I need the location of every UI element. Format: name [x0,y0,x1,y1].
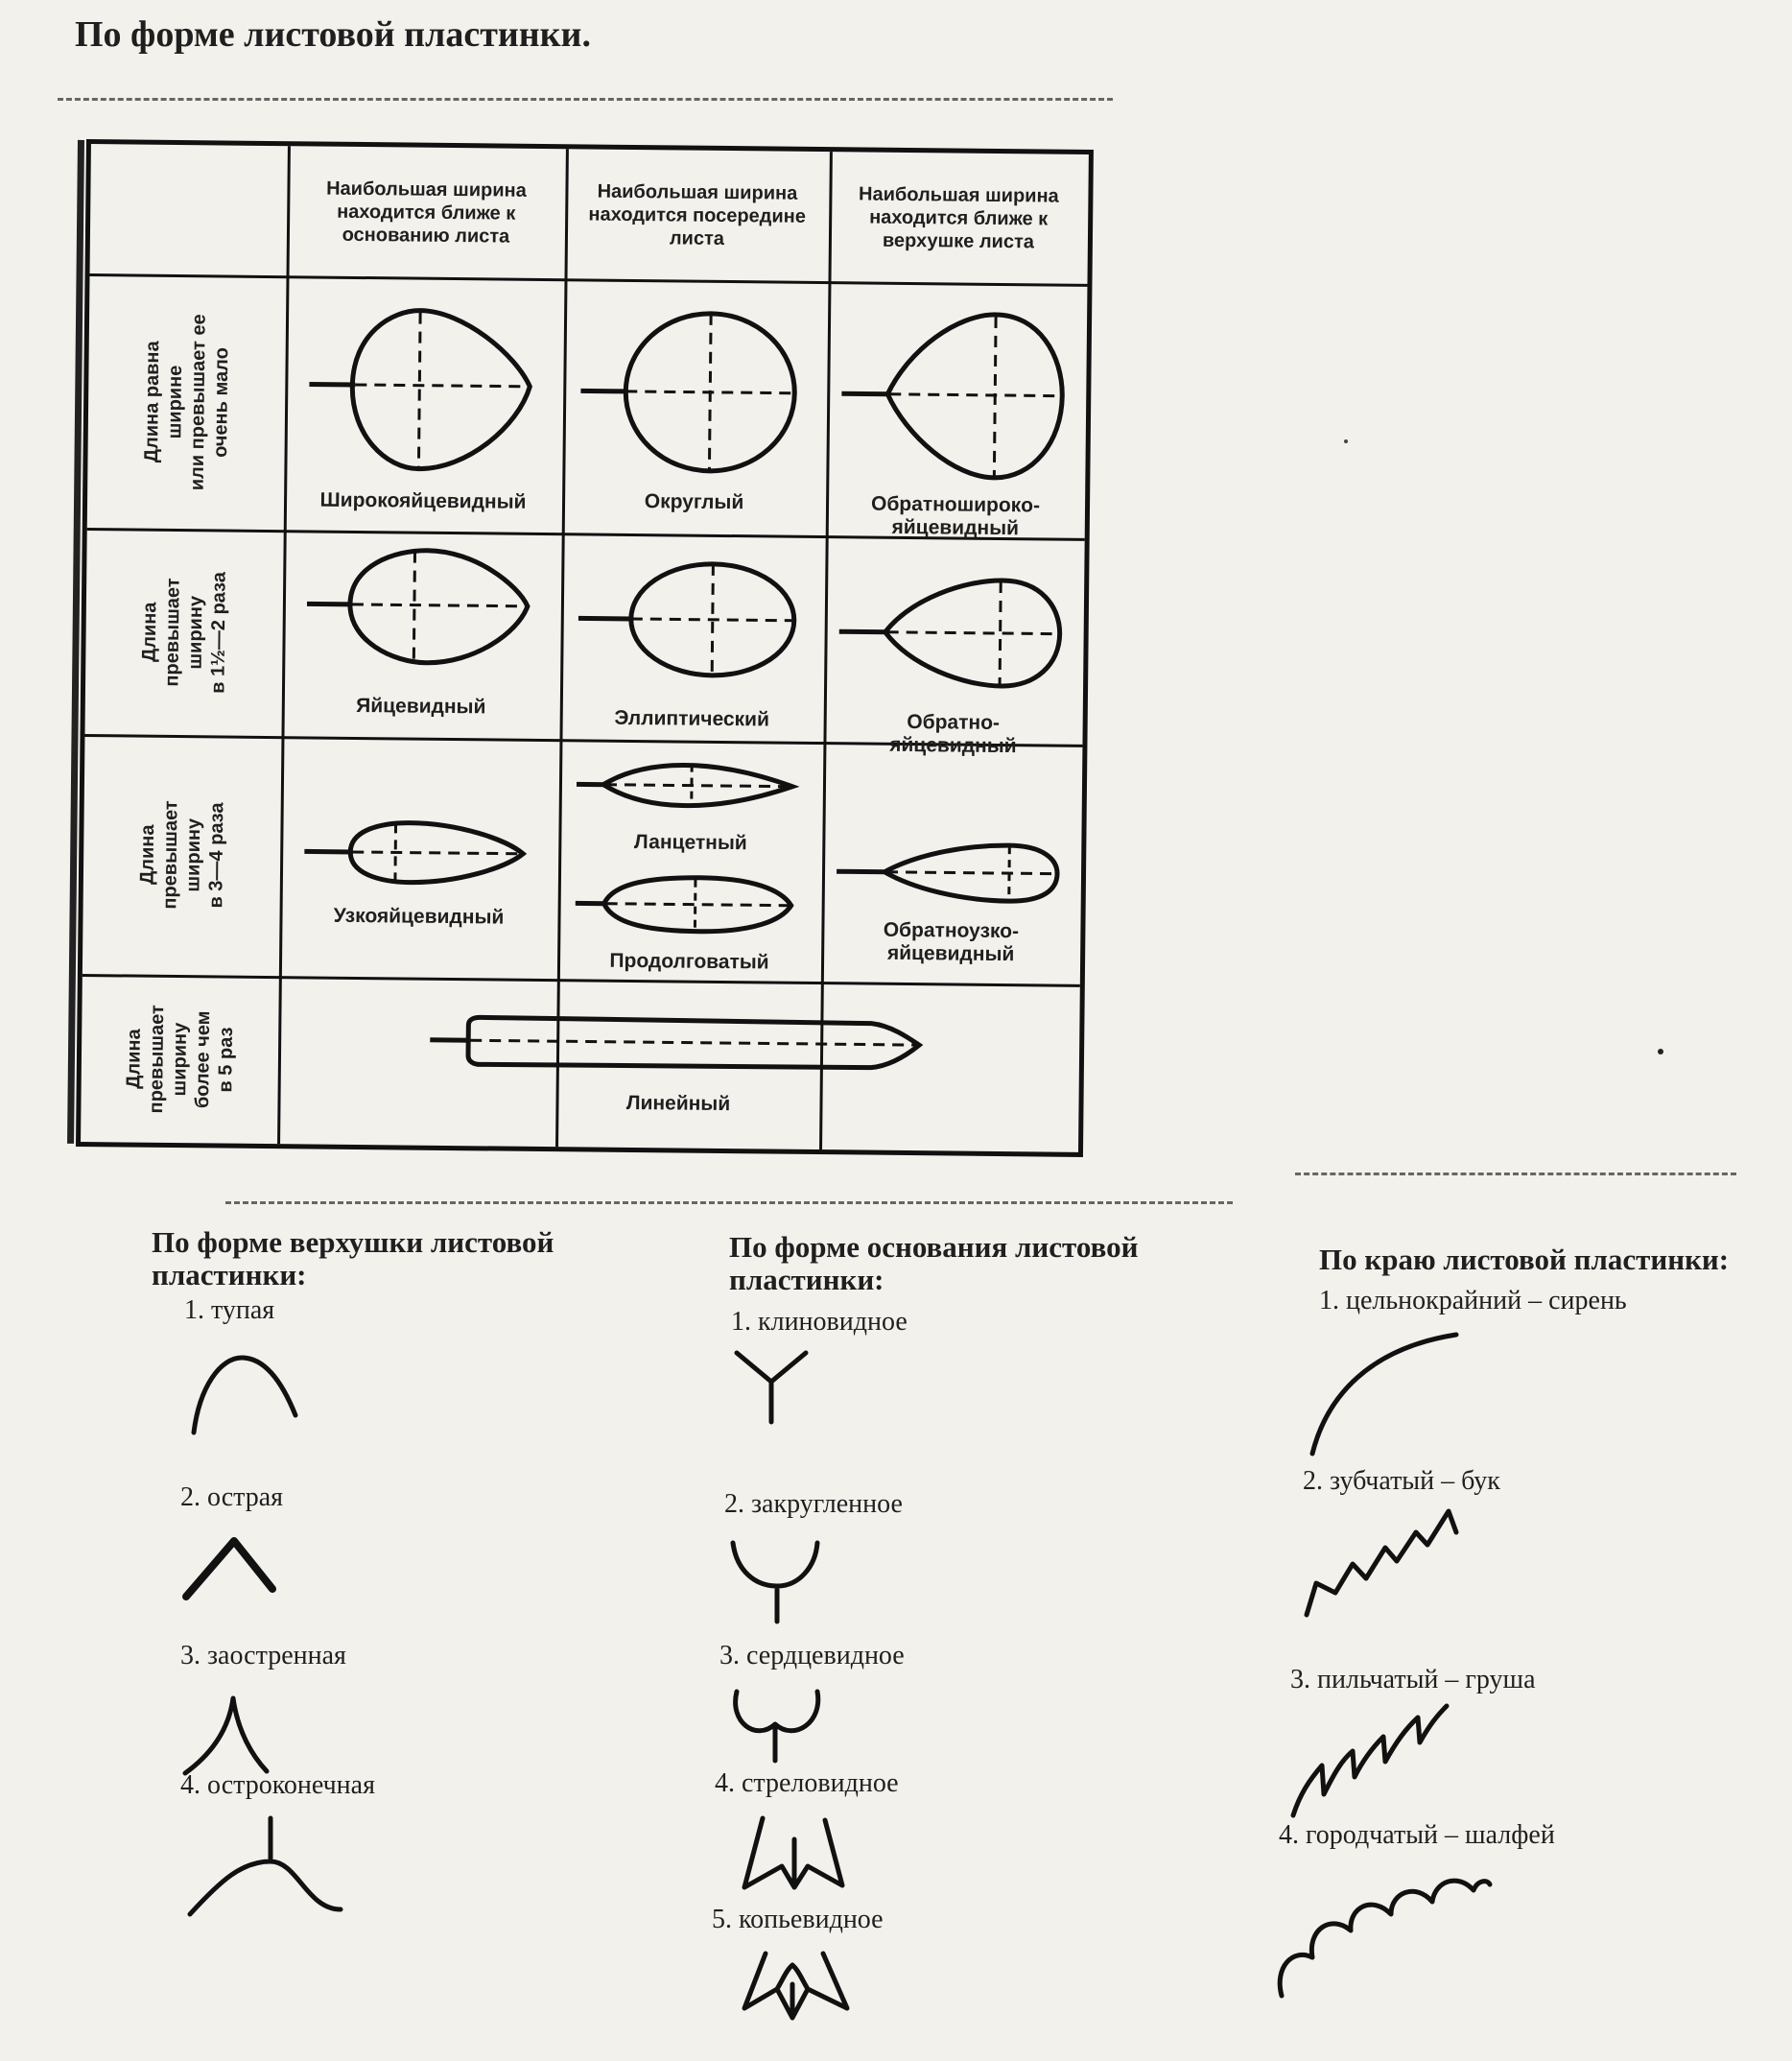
shape-label: Продолговатый [609,949,769,974]
apex-item: 3. заостренная [180,1641,346,1670]
base-section-title: По форме основания листовой пластинки: [729,1230,1139,1296]
row-header: Длина превышает ширину более чем в 5 раз [123,1004,237,1114]
shape-cell: Эллиптический [560,557,826,732]
round-leaf-icon [579,311,797,474]
obovate-leaf-icon [838,578,1063,689]
crenate-margin-icon [1277,1878,1493,1999]
hastate-base-icon [742,1951,850,2021]
row-header: Длина превышает ширину в 3—4 раза [136,800,228,910]
speck [1344,439,1348,443]
lanceolate-leaf-icon [576,763,799,809]
shape-cell: Яйцевидный [282,544,562,720]
shape-label: Линейный [625,1091,731,1116]
base-item: 3. сердцевидное [719,1641,905,1670]
apex-section-title: По форме верхушки листовой пластинки: [152,1225,554,1291]
acuminate-apex-icon [182,1695,270,1776]
margin-item: 4. городчатый – шалфей [1279,1820,1555,1850]
column-header: Наибольшая ширина находится ближе к верх… [859,182,1059,252]
column-header: Наибольшая ширина находится ближе к осно… [326,178,527,248]
margin-item: 1. цельнокрайний – сирень [1319,1286,1627,1315]
shape-label: Обратноузко- яйцевидный [883,918,1020,966]
divider [1295,1173,1736,1175]
shape-cell: Широкояйцевидный [284,299,564,514]
base-item: 4. стреловидное [715,1768,899,1798]
shape-label: Эллиптический [614,706,770,731]
shape-label: Широкояйцевидный [319,488,527,513]
row-header: Длина превышает ширину в 1½—2 раза [138,571,230,694]
linear-leaf-icon [429,1014,923,1071]
divider [58,98,1113,101]
shape-cell: Узкояйцевидный [279,817,558,930]
page-title: По форме листовой пластинки. [75,14,591,55]
margin-section-title: По краю листовой пластинки: [1319,1243,1730,1276]
broad-ovate-leaf-icon [309,308,532,472]
cuspidate-apex-icon [187,1815,343,1917]
apex-item: 4. остроконечная [180,1770,375,1800]
shape-label: Обратноширокo- яйцевидный [870,492,1041,540]
base-item: 2. закругленное [724,1489,903,1519]
shape-label: Обратно- яйцевидный [889,710,1017,758]
apex-item: 2. острая [180,1482,284,1512]
margin-item: 2. зубчатый – бук [1303,1466,1500,1496]
oblong-leaf-icon [575,875,794,935]
ovate-leaf-icon [306,548,531,666]
shape-label: Округлый [644,490,744,514]
divider [225,1201,1233,1204]
shape-label: Ланцетный [633,831,747,855]
shape-label: Яйцевидный [356,694,486,719]
cordate-base-icon [733,1689,821,1764]
column-header: Наибольшая ширина находится посередине л… [588,180,807,249]
speck [1658,1049,1663,1054]
shape-cell: Обратноширокo- яйцевидный [826,305,1088,541]
leaf-shape-table: Наибольшая ширина находится ближе к осно… [76,139,1094,1157]
shape-cell: Обратно- яйцевидный [823,574,1084,759]
elliptic-leaf-icon [578,561,796,678]
shape-cell: Округлый [562,302,828,515]
serrate-margin-icon [1290,1703,1450,1818]
entire-margin-icon [1309,1332,1459,1457]
base-item: 5. копьевидное [712,1905,884,1934]
apex-item: 1. тупая [184,1295,275,1325]
shape-cell: Линейный [277,1009,1079,1120]
sagittate-base-icon [742,1815,845,1890]
shape-cell: Ланцетный Продолговатый [557,755,823,975]
obovate-broad-leaf-icon [841,312,1065,481]
shape-label: Узкояйцевидный [333,904,505,929]
margin-item: 3. пильчатый – груша [1290,1665,1536,1694]
narrow-ovate-leaf-icon [304,820,528,886]
acute-apex-icon [182,1537,276,1600]
base-item: 1. клиновидное [731,1307,908,1337]
dentate-margin-icon [1304,1508,1459,1618]
cuneate-base-icon [734,1350,809,1425]
blunt-apex-icon [191,1355,298,1435]
narrow-obovate-leaf-icon [837,842,1060,904]
row-header: Длина равна ширине или превышает ее очен… [140,313,233,490]
shape-cell: Обратноузко- яйцевидный [821,838,1081,967]
rounded-base-icon [730,1540,820,1624]
